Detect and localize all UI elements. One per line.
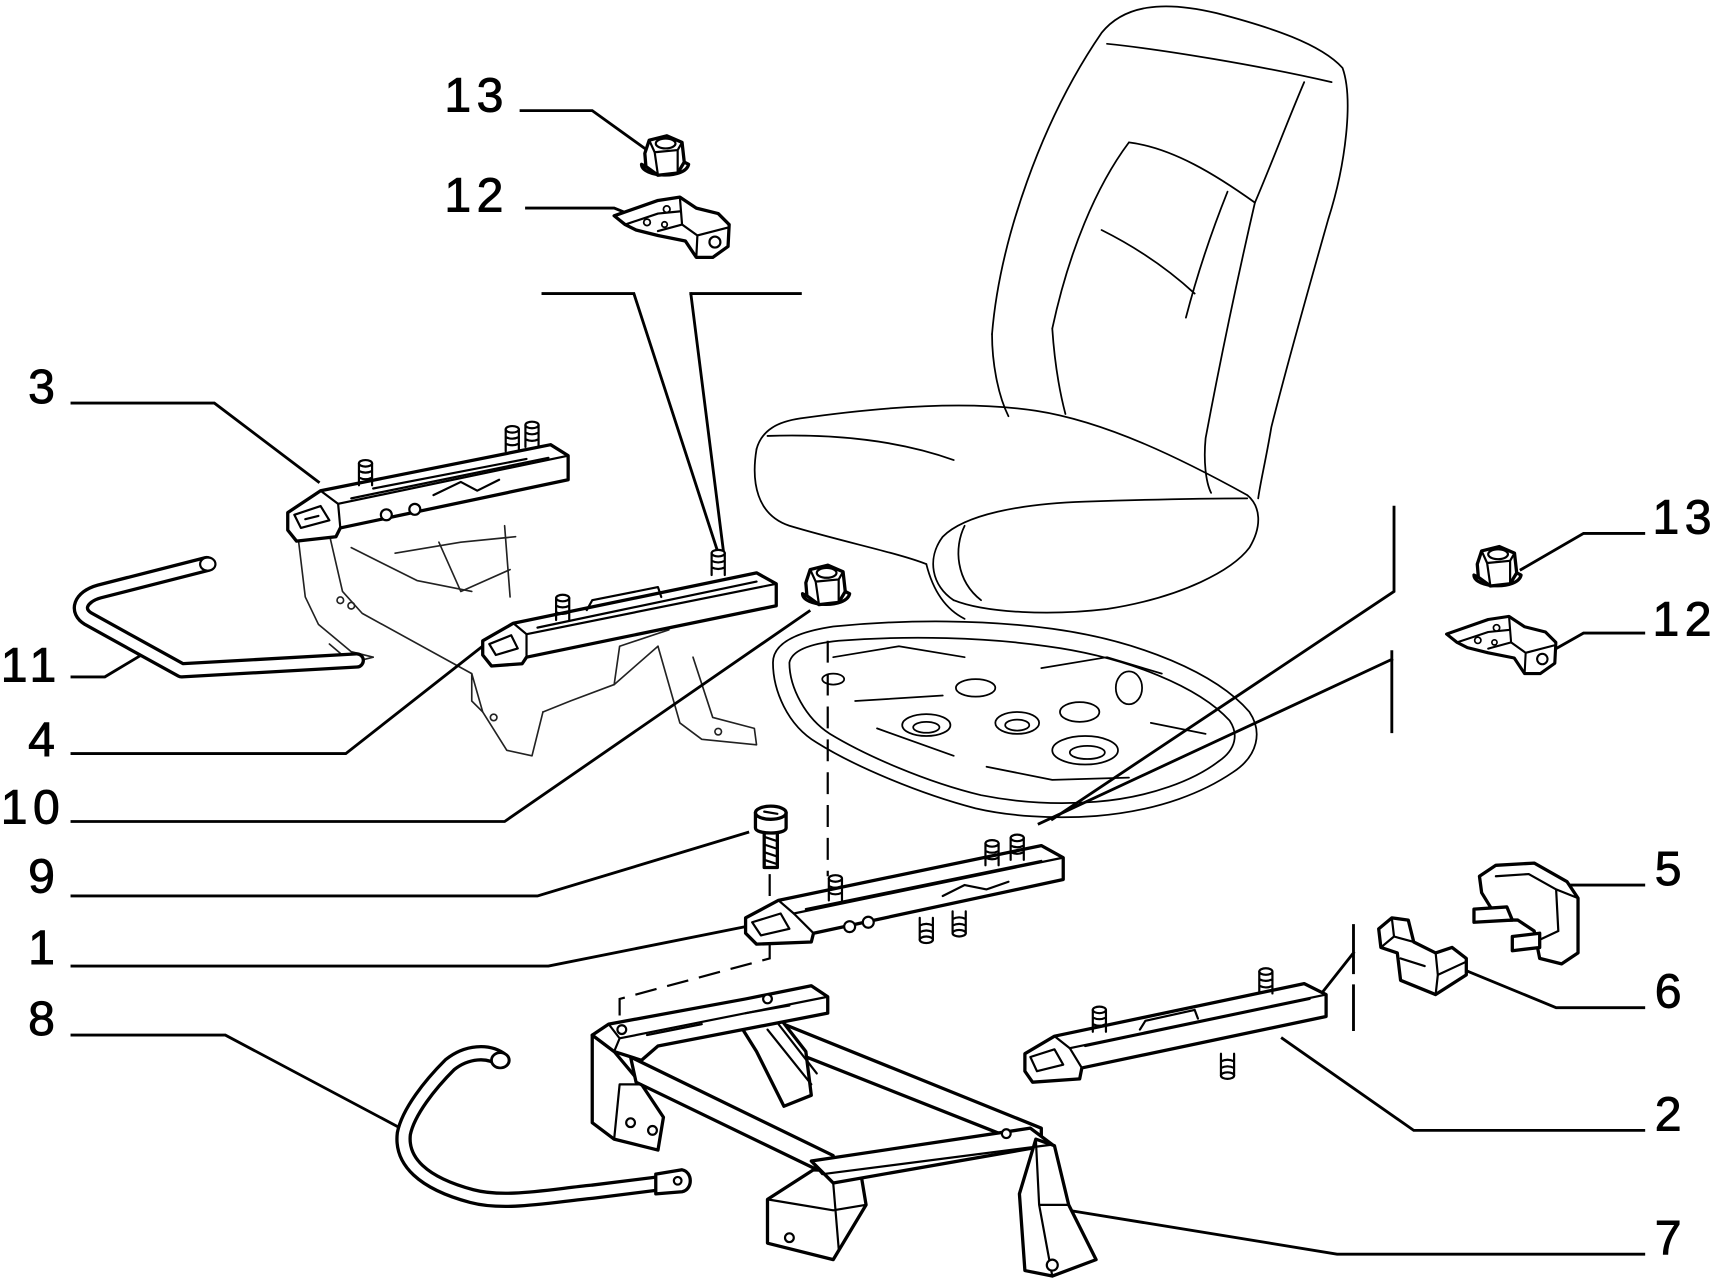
leader-line-group-right (1037, 505, 1396, 826)
bracket-right (1445, 614, 1558, 676)
callout-5-cover-cap: 5 (1655, 842, 1687, 896)
wire-loop-8 (395, 1045, 692, 1209)
callout-12-top-bracket: 12 (444, 168, 509, 222)
cover-cap-5 (1472, 861, 1580, 966)
leader-line-group-rail-2 (1318, 924, 1356, 1032)
leader-line-group-top (541, 291, 802, 555)
leader-line-13-right (1519, 531, 1646, 572)
rail-4 (481, 548, 778, 668)
rail-1 (743, 833, 1065, 946)
leader-line-3 (70, 401, 321, 484)
bracket-top (612, 195, 731, 260)
seat-frame-7 (590, 984, 1098, 1278)
assembly-dashed-lines (618, 640, 829, 1025)
left-base-frame-ghost (297, 524, 758, 757)
leader-line-2 (1280, 1036, 1646, 1132)
clip-6 (1377, 916, 1468, 997)
leader-line-12-right (1548, 631, 1646, 654)
callout-8-wire-loop: 8 (28, 992, 60, 1046)
rail-3 (286, 420, 570, 543)
leader-line-8 (70, 1033, 403, 1131)
callout-4-rail: 4 (28, 713, 60, 767)
bolt-9 (753, 804, 788, 870)
leader-lines (70, 109, 1646, 1256)
leader-line-9 (70, 830, 750, 898)
callout-2-rail: 2 (1655, 1087, 1687, 1141)
rail-2 (1023, 967, 1328, 1084)
callout-13-top-nut: 13 (444, 69, 509, 123)
callout-12-right-bracket: 12 (1653, 592, 1718, 646)
callout-10-nut: 10 (1, 781, 66, 835)
callout-labels: 13 12 3 11 4 10 9 1 8 13 12 5 6 2 7 (0, 68, 1718, 1265)
leader-line-1 (70, 923, 753, 968)
nut-right (1472, 544, 1523, 588)
callout-9-bolt: 9 (28, 850, 60, 904)
seat-outline (753, 5, 1349, 620)
callout-11-wire-loop: 11 (1, 638, 62, 692)
wire-loop-11 (72, 555, 365, 679)
callout-7-frame: 7 (1655, 1211, 1687, 1265)
leader-line-11 (70, 651, 146, 679)
leader-line-10 (70, 609, 812, 823)
callout-6-clip: 6 (1655, 965, 1687, 1019)
nut-top (639, 134, 691, 177)
leader-line-6 (1461, 967, 1646, 1010)
callout-1-rail: 1 (28, 921, 60, 975)
leader-line-4 (70, 635, 496, 756)
leader-line-7 (1067, 1208, 1646, 1256)
nut-10 (800, 563, 852, 607)
leader-line-13-top (519, 109, 649, 153)
seat-pan (772, 620, 1258, 819)
callout-13-right-nut: 13 (1653, 490, 1718, 544)
callout-3-rail: 3 (28, 360, 60, 414)
